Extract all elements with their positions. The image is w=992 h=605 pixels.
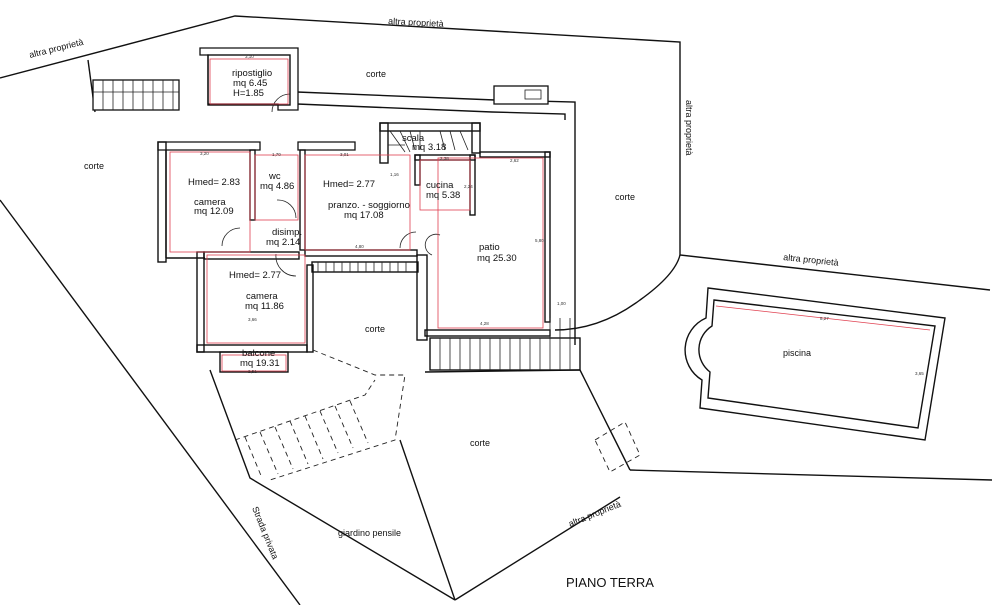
room-name: patio: [479, 242, 500, 253]
dim-label: 3,20: [200, 151, 209, 156]
room-height: Hmed= 2.83: [188, 177, 240, 188]
dim-label: 2,51: [248, 369, 257, 374]
walls: [92, 47, 641, 481]
dim-label: 3,01: [340, 152, 349, 157]
boundary-label: altra proprietà: [28, 37, 84, 60]
room-balcone: balcone mq 19.31: [240, 348, 280, 369]
room-area: mq 11.86: [245, 301, 284, 312]
dim-label: 5,80: [535, 238, 544, 243]
room-scala: scala mq 3.18: [402, 133, 446, 153]
room-area: mq 3.18: [412, 142, 446, 153]
room-name: ripostiglio: [232, 68, 272, 79]
dim-label: 4,28: [480, 321, 489, 326]
room-camera-1: Hmed= 2.83 camera mq 12.09: [188, 177, 240, 217]
room-disimpegno: disimp. mq 2.14: [266, 227, 302, 248]
courtyard-label: corte: [470, 438, 490, 448]
room-name: balcone: [242, 348, 275, 359]
boundary-label: altra proprietà: [388, 16, 444, 29]
dim-label: 2,38: [440, 156, 449, 161]
courtyard-label: corte: [615, 192, 635, 202]
room-wc: wc mq 4.86: [260, 171, 294, 192]
room-area: mq 19.31: [240, 358, 280, 369]
dim-label: 8,27: [820, 316, 829, 321]
room-name: scala: [402, 133, 425, 144]
courtyard-label: corte: [84, 161, 104, 171]
site-boundary: [0, 15, 992, 605]
boundary-label: altra proprietà: [567, 499, 622, 529]
room-height: Hmed= 2.77: [229, 270, 281, 281]
room-area: mq 6.45: [233, 78, 267, 89]
room-area: mq 17.08: [344, 210, 384, 221]
dim-label: 1,00: [557, 301, 566, 306]
dimension-labels: 3,10 3,20 1,70 3,01 4,80 2,38 2,62 4,28 …: [200, 54, 924, 376]
room-name: wc: [268, 171, 281, 182]
pool: [684, 287, 946, 441]
room-soggiorno: Hmed= 2.77 pranzo. - soggiorno mq 17.08: [323, 179, 410, 221]
dim-label: 1,16: [390, 172, 399, 177]
garden-label: giardino pensile: [338, 528, 401, 538]
boundary-label: altra proprietà: [684, 100, 694, 156]
room-area: mq 5.38: [426, 190, 460, 201]
dim-label: 2,24: [464, 184, 473, 189]
dim-label: 1,70: [272, 152, 281, 157]
dim-label: 3,66: [248, 317, 257, 322]
room-area: mq 12.09: [194, 206, 234, 217]
room-name: cucina: [426, 180, 454, 191]
room-camera-2: Hmed= 2.77 camera mq 11.86: [229, 270, 284, 312]
courtyard-label: corte: [365, 324, 385, 334]
courtyard-label: corte: [366, 69, 386, 79]
room-name: disimp.: [272, 227, 302, 238]
room-area: mq 2.14: [266, 237, 300, 248]
boundary-label: altra proprietà: [783, 252, 839, 268]
room-patio: patio mq 25.30: [477, 242, 517, 264]
dim-label: 3,65: [915, 371, 924, 376]
dim-label: 2,62: [510, 158, 519, 163]
room-height: H=1.85: [233, 88, 264, 99]
room-area: mq 25.30: [477, 253, 517, 264]
dim-label: 3,10: [245, 54, 254, 59]
room-name: camera: [246, 291, 278, 302]
room-area: mq 4.86: [260, 181, 294, 192]
plan-title: PIANO TERRA: [566, 575, 654, 590]
room-height: Hmed= 2.77: [323, 179, 375, 190]
room-name: pranzo. - soggiorno: [328, 200, 410, 211]
room-name: camera: [194, 197, 226, 208]
pool-label: piscina: [783, 348, 811, 358]
dimension-lines: [169, 58, 544, 372]
room-cucina: cucina mq 5.38: [426, 180, 460, 201]
road-label: Strada privata: [250, 505, 280, 561]
dim-label: 4,80: [355, 244, 364, 249]
room-ripostiglio: ripostiglio mq 6.45 H=1.85: [232, 68, 272, 99]
